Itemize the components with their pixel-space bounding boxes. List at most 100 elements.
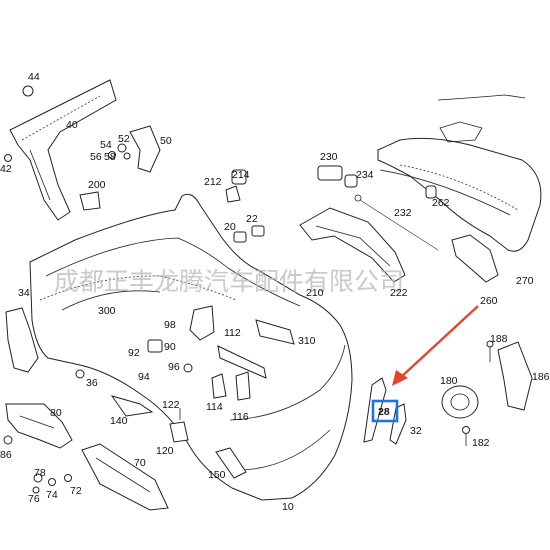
label-222: 222: [390, 287, 408, 299]
label-270: 270: [516, 275, 534, 287]
part-10-bumper-cover: [29, 193, 353, 501]
label-122: 122: [162, 399, 180, 411]
part-28-reflector: [363, 377, 387, 443]
label-70: 70: [134, 457, 146, 469]
part-32-trim: [389, 403, 407, 445]
label-78: 78: [34, 467, 46, 479]
label-114: 114: [206, 401, 223, 413]
part-186-bracket: [497, 341, 533, 411]
part-22-clip: [251, 225, 265, 237]
label-98: 98: [164, 319, 176, 331]
label-52: 52: [118, 133, 130, 145]
part-120-clip: [169, 421, 189, 443]
part-76-clip: [32, 486, 40, 494]
highlight-box-28: [371, 399, 399, 423]
label-44: 44: [28, 71, 40, 83]
label-232: 232: [394, 207, 412, 219]
part-232-cable: [359, 199, 439, 251]
label-28: 28: [378, 406, 390, 418]
label-186: 186: [532, 371, 550, 383]
part-70-strip: [81, 443, 169, 511]
part-234-clip: [344, 174, 358, 188]
label-180: 180: [440, 375, 458, 387]
label-310: 310: [298, 335, 316, 347]
part-98-bracket: [189, 305, 215, 341]
label-262: 262: [432, 197, 450, 209]
part-74-clip: [48, 478, 56, 486]
part-44-bolt: [22, 85, 34, 97]
label-40: 40: [66, 119, 78, 131]
part-260-diffuser: [377, 94, 542, 252]
label-94: 94: [138, 371, 150, 383]
part-310-trim: [255, 319, 295, 345]
part-50-bracket: [129, 125, 161, 173]
label-42: 42: [0, 163, 12, 175]
part-262-clip: [425, 185, 437, 199]
label-76: 76: [28, 493, 40, 505]
label-214: 214: [232, 169, 250, 181]
label-34: 34: [18, 287, 30, 299]
part-20-clip: [233, 231, 247, 243]
label-120: 120: [156, 445, 174, 457]
label-200: 200: [88, 179, 106, 191]
label-54: 54: [100, 139, 112, 151]
label-92: 92: [128, 347, 140, 359]
label-10: 10: [282, 501, 294, 513]
part-230-clip: [317, 165, 343, 181]
label-90: 90: [164, 341, 176, 353]
part-40-bracket: [9, 79, 117, 221]
part-86-clip: [3, 435, 13, 445]
label-74: 74: [46, 489, 58, 501]
part-72-clip: [64, 474, 72, 482]
label-188: 188: [490, 333, 508, 345]
part-212-clip: [225, 185, 241, 203]
part-34-bracket: [5, 307, 39, 373]
part-80-bracket: [5, 403, 73, 449]
part-222-support: [299, 207, 406, 283]
part-188-bolt: [486, 340, 494, 362]
part-56-nut: [108, 151, 116, 159]
label-56: 56: [90, 151, 102, 163]
label-80: 80: [50, 407, 62, 419]
part-140-bracket: [110, 395, 154, 417]
part-180-housing: [441, 385, 479, 419]
watermark-text: 成都正丰龙腾汽车配件有限公司: [54, 267, 404, 296]
label-234: 234: [356, 169, 374, 181]
label-50: 50: [160, 135, 172, 147]
label-72: 72: [70, 485, 82, 497]
part-232-cable-end: [354, 194, 362, 202]
label-230: 230: [320, 151, 338, 163]
part-42-screw: [4, 154, 12, 162]
label-210: 210: [306, 287, 324, 299]
label-212: 212: [204, 176, 222, 188]
label-116: 116: [232, 411, 249, 423]
label-86: 86: [0, 449, 12, 461]
part-150-trim: [215, 447, 247, 479]
part-90-clip: [147, 339, 163, 353]
label-22: 22: [246, 213, 258, 225]
label-150: 150: [208, 469, 226, 481]
highlight-arrow: [392, 305, 479, 386]
label-36: 36: [86, 377, 98, 389]
part-112-strip: [217, 345, 267, 379]
label-260: 260: [480, 295, 498, 307]
part-96-clip: [183, 363, 193, 373]
label-58: 58: [104, 151, 116, 163]
part-270-bracket: [451, 234, 499, 283]
part-214-clip: [231, 169, 247, 185]
part-58-washer: [123, 152, 131, 160]
part-200-bracket: [79, 191, 101, 211]
part-54-bolt: [117, 143, 127, 153]
part-182-bolt: [462, 426, 470, 446]
part-116-clip: [235, 371, 251, 401]
label-140: 140: [110, 415, 128, 427]
part-36-clip: [75, 369, 85, 379]
part-78-clip: [33, 473, 43, 483]
label-300: 300: [98, 305, 116, 317]
label-20: 20: [224, 221, 236, 233]
part-114-clip: [211, 373, 227, 399]
label-182: 182: [472, 437, 490, 449]
label-112: 112: [224, 327, 241, 339]
label-96: 96: [168, 361, 180, 373]
